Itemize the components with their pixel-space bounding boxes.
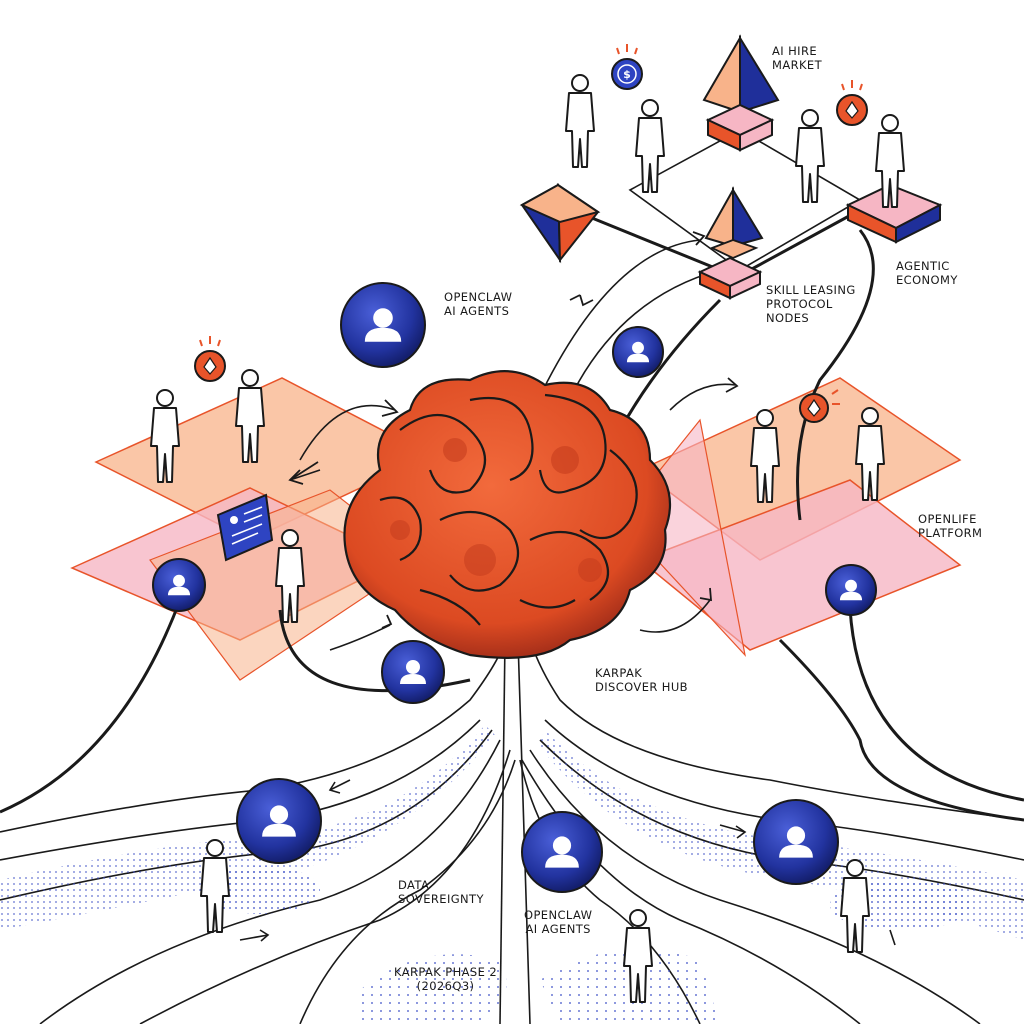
label-line: ECONOMY	[896, 273, 958, 287]
pyramid-icon	[702, 34, 780, 152]
coin-icon	[799, 389, 840, 423]
label-line: (2026Q3)	[416, 979, 475, 993]
label-line: PROTOCOL	[766, 297, 833, 311]
rope-connections	[0, 208, 1024, 822]
label-line: MARKET	[772, 58, 823, 72]
karpak-hub-label: KARPAK DISCOVER HUB	[595, 666, 688, 694]
label-line: PLATFORM	[918, 526, 983, 540]
label-line: SOVEREIGNTY	[398, 892, 484, 906]
openclaw-agents-label-bottom: OPENCLAW AI AGENTS	[524, 908, 592, 936]
pyramid-icon	[519, 183, 601, 264]
label-line: AI AGENTS	[444, 304, 510, 318]
flow-arrows	[288, 231, 739, 629]
label-line: DATA	[398, 878, 430, 892]
person-orb-icon	[825, 564, 877, 616]
pyramid-icon	[697, 186, 764, 300]
openlife-platform-label: OPENLIFE PLATFORM	[918, 512, 982, 540]
coin-icon	[194, 336, 226, 382]
data-sovereignty-label: DATA SOVEREIGNTY	[398, 878, 484, 906]
label-line: AGENTIC	[896, 259, 950, 273]
label-line: OPENCLAW	[524, 908, 593, 922]
person-orb-icon	[236, 778, 322, 864]
agentic-economy-label: AGENTIC ECONOMY	[896, 259, 958, 287]
person-figure	[795, 109, 825, 203]
coral-brain-icon	[343, 370, 672, 659]
label-line: KARPAK PHASE 2	[394, 965, 498, 979]
right-platform-planes	[619, 377, 962, 657]
person-orb-icon	[612, 326, 664, 378]
coin-icon: $	[611, 44, 643, 90]
label-line: SKILL LEASING	[766, 283, 856, 297]
person-orb-icon	[340, 282, 426, 368]
person-orb-icon	[381, 640, 445, 704]
svg-text:$: $	[623, 68, 631, 81]
stream-arrows	[239, 779, 896, 946]
label-line: DISCOVER HUB	[595, 680, 688, 694]
profile-card-icon	[216, 493, 274, 562]
label-line: AI HIRE	[772, 44, 818, 58]
person-figure	[565, 74, 595, 168]
label-line: KARPAK	[595, 666, 643, 680]
label-line: OPENLIFE	[918, 512, 977, 526]
label-line: NODES	[766, 311, 810, 325]
openclaw-agents-label-top: OPENCLAW AI AGENTS	[444, 290, 512, 318]
label-line: OPENCLAW	[444, 290, 513, 304]
person-orb-icon	[521, 811, 603, 893]
karpak-phase-label: KARPAK PHASE 2 (2026Q3)	[394, 965, 497, 993]
coin-icon	[836, 80, 868, 126]
skill-leasing-label: SKILL LEASING PROTOCOL NODES	[766, 283, 856, 325]
ai-hire-market-label: AI HIRE MARKET	[772, 44, 822, 72]
person-orb-icon	[152, 558, 206, 612]
person-orb-icon	[753, 799, 839, 885]
label-line: AI AGENTS	[525, 922, 591, 936]
